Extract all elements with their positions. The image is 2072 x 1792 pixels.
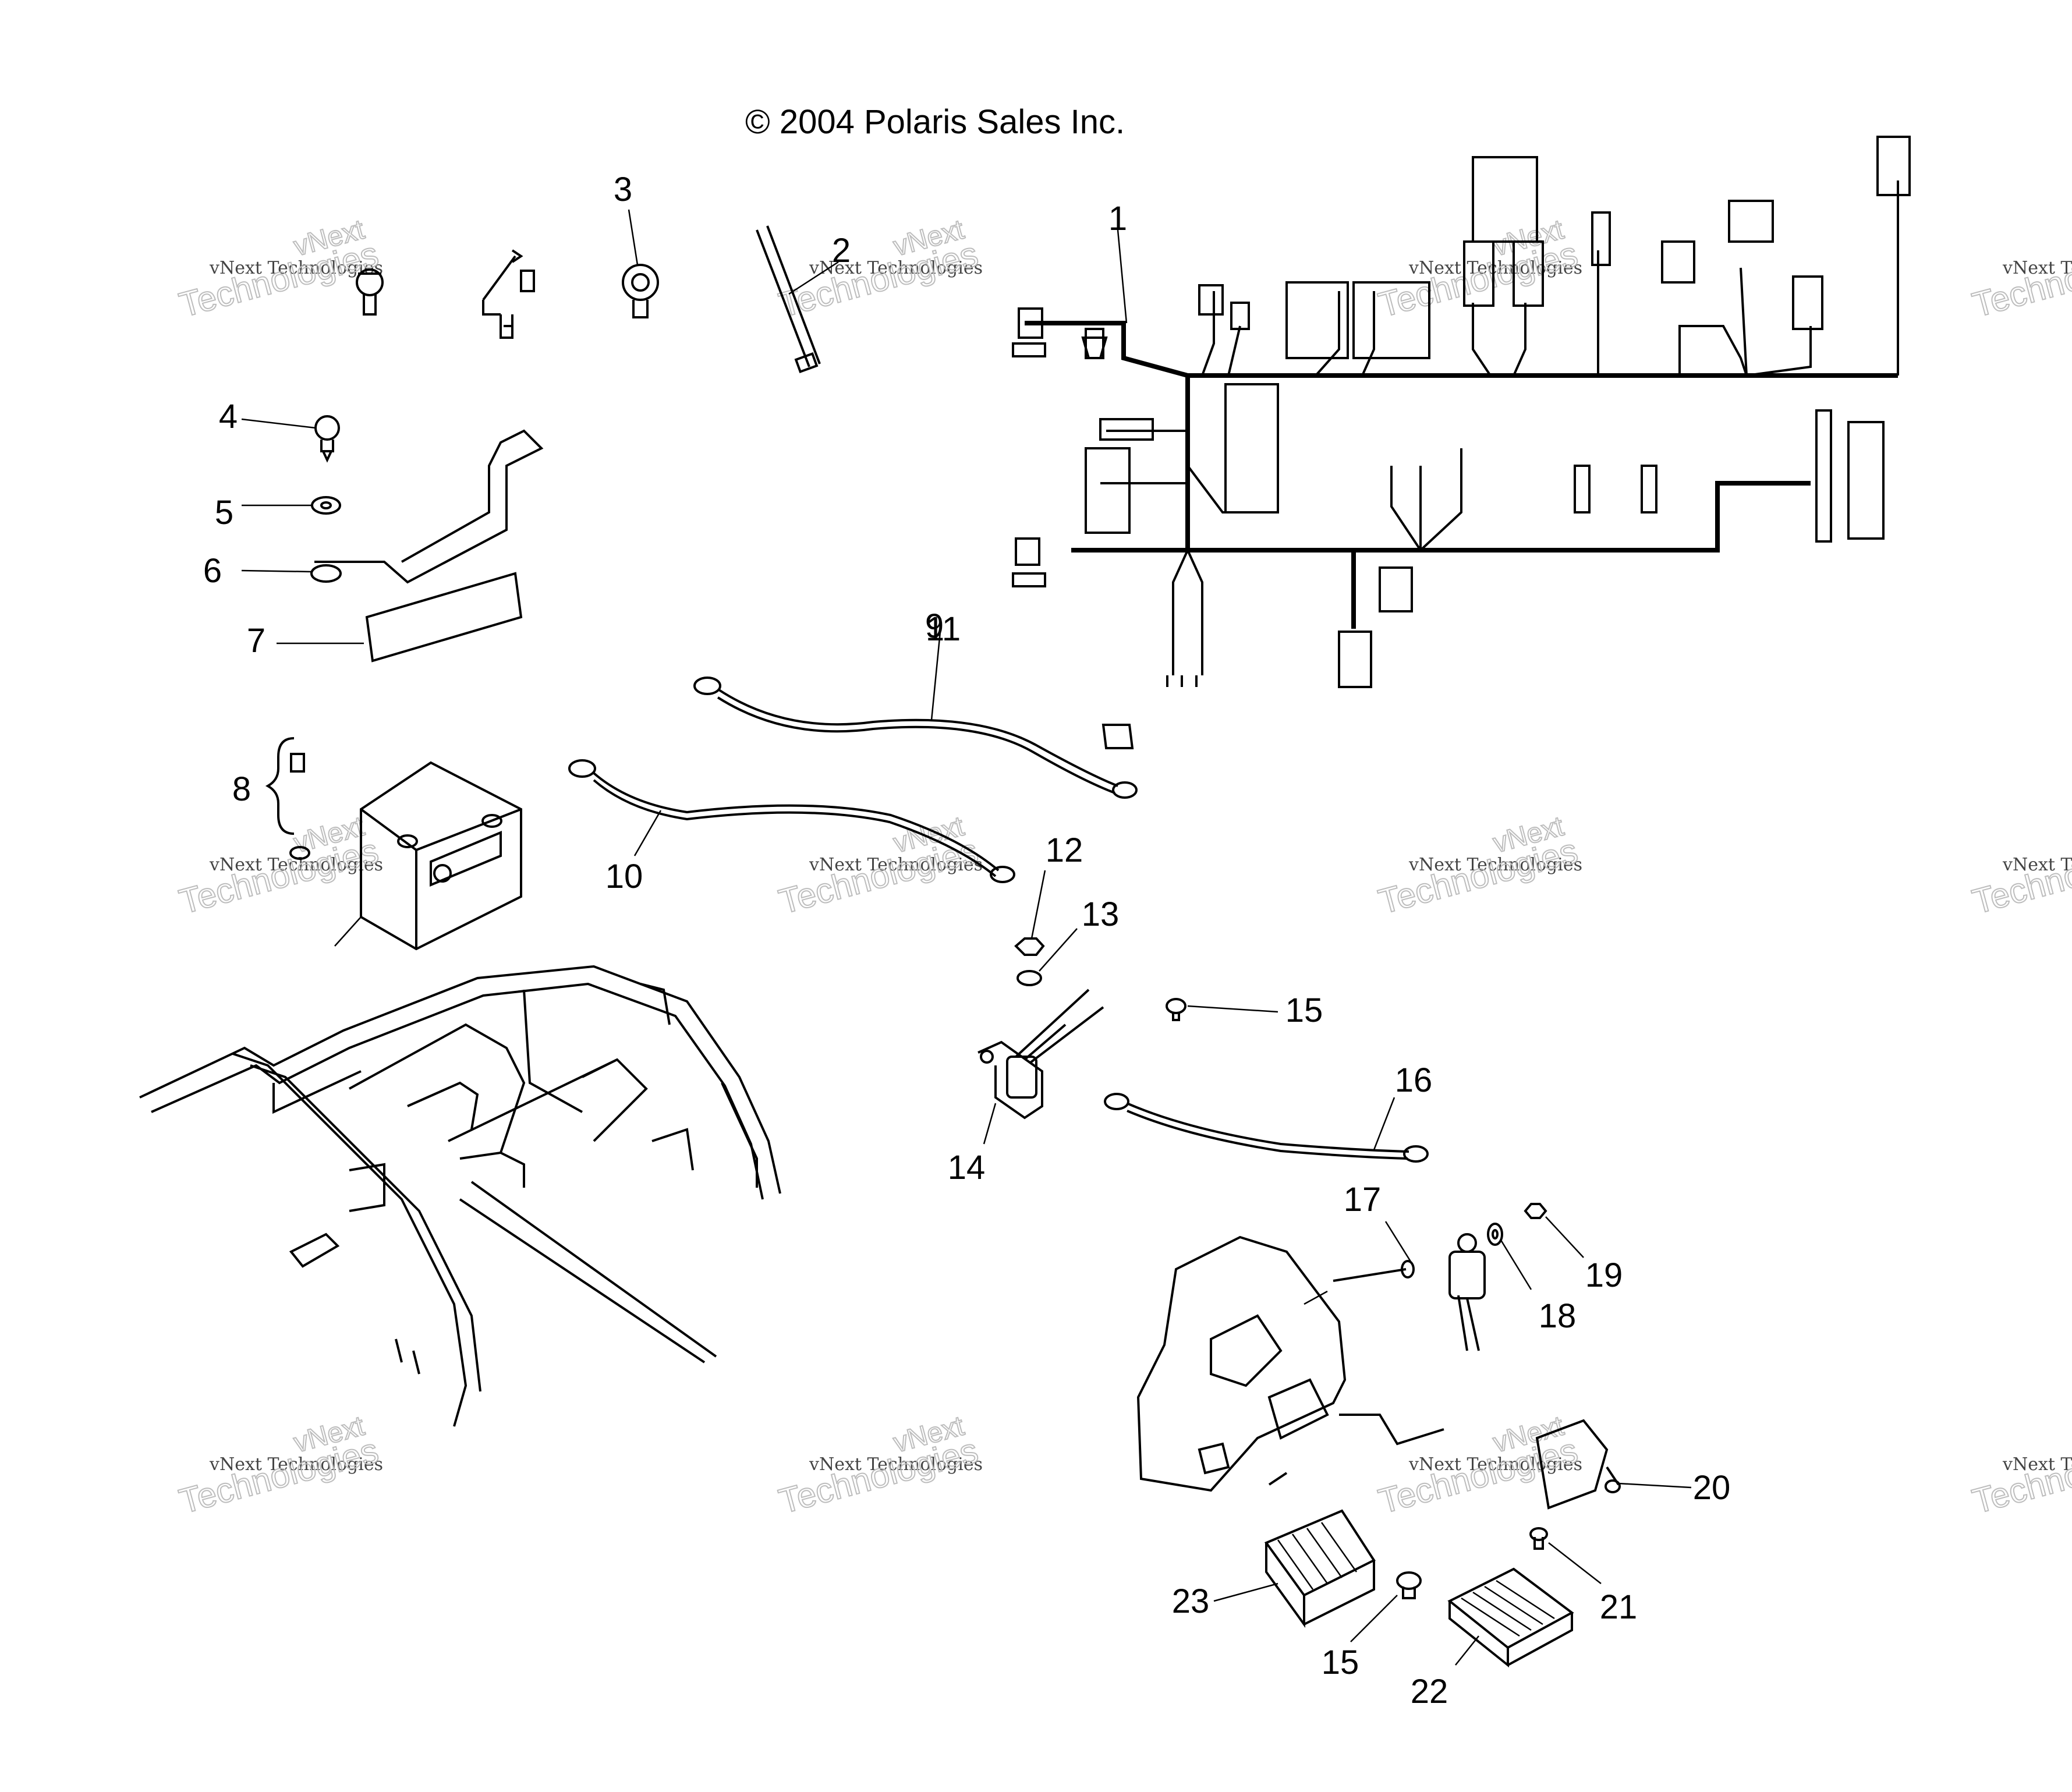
watermark-technologies: Technologies xyxy=(1968,831,2072,921)
watermark-vnext-technologies: vNext Technologies xyxy=(1408,855,1582,875)
callout-14: 14 xyxy=(948,1149,986,1187)
callout-21: 21 xyxy=(1600,1588,1638,1626)
part-9-battery xyxy=(360,761,522,951)
part-8-battery-hardware xyxy=(265,737,310,860)
wire-clip-group xyxy=(356,249,535,339)
callout-7: 7 xyxy=(247,622,265,660)
part-21-screw xyxy=(1529,1527,1548,1550)
watermark-vnext-technologies: vNext Technologies xyxy=(809,1454,983,1475)
part-12-nut xyxy=(1014,937,1045,956)
callout-13: 13 xyxy=(1082,895,1120,933)
callout-19: 19 xyxy=(1585,1256,1623,1294)
callout-17: 17 xyxy=(1344,1181,1382,1219)
part-23-rectifier xyxy=(1264,1509,1376,1628)
relay-module xyxy=(1448,1233,1486,1351)
callout-9: 9 xyxy=(925,607,944,645)
callout-11: 11 xyxy=(926,610,961,648)
watermark-vnext-technologies: vNext Technologies xyxy=(209,258,383,278)
callout-15: 15 xyxy=(1285,991,1323,1029)
callout-1: 1 xyxy=(1108,200,1127,238)
watermark-vnext-technologies: vNext Technologies xyxy=(2002,1454,2072,1475)
callout-5: 5 xyxy=(215,494,233,532)
part-15-screw xyxy=(1166,998,1186,1021)
watermark-technologies: Technologies xyxy=(175,1430,382,1521)
watermark-technologies: Technologies xyxy=(775,831,982,921)
callout-23: 23 xyxy=(1172,1582,1210,1620)
watermark-technologies: Technologies xyxy=(775,1430,982,1521)
watermark-technologies: Technologies xyxy=(1968,234,2072,324)
part-6-bracket xyxy=(310,429,544,584)
part-2-cable-tie xyxy=(756,225,821,374)
callout-4: 4 xyxy=(219,398,238,435)
part-1-wiring-harness xyxy=(1012,136,1911,688)
part-15-screw-lower xyxy=(1396,1571,1422,1599)
callout-15: 15 xyxy=(1322,1644,1359,1681)
part-19-nut xyxy=(1524,1203,1547,1219)
part-18-washer xyxy=(1487,1223,1503,1246)
part-16-ground-cable xyxy=(1104,1093,1429,1163)
part-3-clamp xyxy=(622,264,659,318)
watermark-technologies: Technologies xyxy=(1375,831,1582,921)
vehicle-frame xyxy=(139,965,781,1427)
mounting-plate xyxy=(1136,1235,1444,1492)
leader-lines xyxy=(241,209,1692,1666)
callout-2: 2 xyxy=(832,232,851,270)
part-5-washer xyxy=(311,496,341,515)
part-11-battery-cable xyxy=(693,677,1138,799)
callout-22: 22 xyxy=(1411,1673,1448,1710)
watermark-technologies: Technologies xyxy=(775,234,982,324)
watermark-vnext-technologies: vNext Technologies xyxy=(2002,855,2072,875)
copyright-text: © 2004 Polaris Sales Inc. xyxy=(745,103,1125,141)
callout-20: 20 xyxy=(1693,1469,1731,1507)
part-13-washer xyxy=(1016,970,1042,986)
watermark-technologies: Technologies xyxy=(175,831,382,921)
part-14-starter-solenoid xyxy=(977,989,1104,1120)
part-7-pad xyxy=(365,572,523,663)
part-4-bolt xyxy=(314,415,340,463)
part-10-battery-cable xyxy=(568,759,1015,883)
callout-8: 8 xyxy=(232,770,251,808)
callout-6: 6 xyxy=(203,552,222,590)
part-22-regulator xyxy=(1447,1567,1574,1668)
watermark-technologies: Technologies xyxy=(1375,234,1582,324)
watermark-vnext-technologies: vNext Technologies xyxy=(809,855,983,875)
callout-18: 18 xyxy=(1539,1297,1577,1335)
part-20-module xyxy=(1535,1419,1621,1510)
watermark-vnext-technologies: vNext Technologies xyxy=(209,1454,383,1475)
callout-12: 12 xyxy=(1046,831,1083,869)
callout-16: 16 xyxy=(1395,1061,1433,1099)
callout-3: 3 xyxy=(614,171,632,208)
watermark-technologies: Technologies xyxy=(175,234,382,324)
watermark-vnext-technologies: vNext Technologies xyxy=(1408,1454,1582,1475)
watermark-technologies: Technologies xyxy=(1968,1430,2072,1521)
watermark-vnext-technologies: vNext Technologies xyxy=(1408,258,1582,278)
callout-10: 10 xyxy=(605,858,643,895)
part-17-bolt xyxy=(1304,1260,1415,1305)
watermark-vnext-technologies: vNext Technologies xyxy=(809,258,983,278)
watermark-vnext-technologies: vNext Technologies xyxy=(2002,258,2072,278)
